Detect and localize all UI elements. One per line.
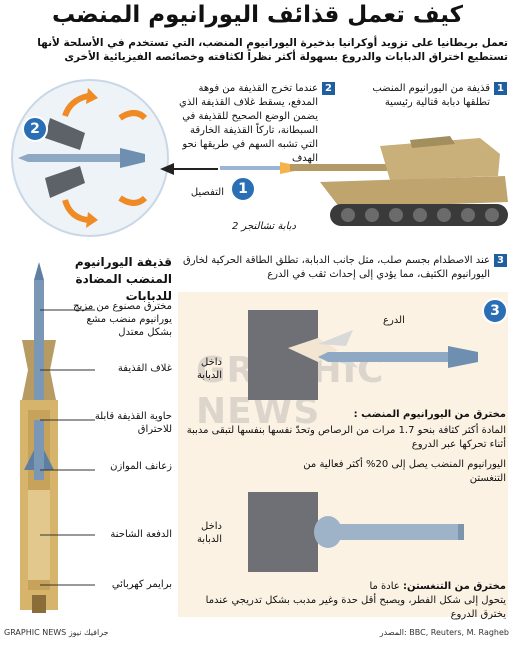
tank-label: دبابة تشالنجر 2 [232,221,296,232]
du-impact-illustration [178,300,498,410]
detail-circle [10,78,170,238]
shell-cutaway [14,260,64,620]
tank-illustration [180,124,510,234]
shell-heading: قذيفة اليورانيوم المنضب المضادة للدبابات [74,255,172,303]
du-text-density: المادة أكثر كثافة بنحو 1.7 مرات من الرصا… [186,425,506,450]
page-title: كيف تعمل قذائف اليورانيوم المنضب [51,2,464,28]
tungsten-heading-suffix: عادة ما [369,581,400,592]
armor-label: الدرع [383,315,405,326]
step3-circle-marker: 3 [482,298,508,324]
footer-credit: GRAPHIC NEWS جرافيك نيوز [4,628,109,637]
du-heading: مخترق من اليورانيوم المنضب : [353,409,506,420]
shell-leader-lines [40,300,100,600]
footer-source: المصدر: BBC, Reuters, M. Ragheb [379,628,509,637]
tungsten-text: يتحول إلى شكل الفطر، ويصبح أقل حدة وغير … [205,595,506,620]
step3-text: عند الاصطدام بجسم صلب، مثل جانب الدبابة،… [182,255,490,280]
shell-label-fins: زعانف الموازن [110,461,172,472]
projectile-arrow-icon [160,160,220,175]
shell-label-sabot: غلاف القذيفة [117,363,172,374]
shell-label-primer: برايمر كهربائي [111,579,172,590]
tungsten-heading-row: مخترق من التنغستن: عادة ما [180,580,506,594]
step1-number: 1 [494,82,507,95]
shell-label-penetrator: مخترق مصنوع من مزيج يورانيوم منضب مشع بش… [73,301,172,338]
inside-tank-label-1: داخل الدبابة [196,357,222,381]
detail-label: التفصيل [190,187,224,198]
step2-circle-marker: 2 [22,116,48,142]
inside-tank-label-2: داخل الدبابة [196,521,222,545]
du-text-effectiveness: اليورانيوم المنضب يصل إلى 20% أكثر فعالي… [303,459,506,484]
step2-number: 2 [322,82,335,95]
impact-panel [178,292,508,617]
step1-text: قذيفة من اليورانيوم المنضب تطلقها دبابة … [372,83,490,108]
step3-number: 3 [494,254,507,267]
step1-circle-marker: 1 [230,176,256,202]
shell-label-propellant: الدفعة الشاحنة [110,529,172,540]
tungsten-heading: مخترق من التنغستن: [402,581,506,592]
shell-label-case: حاوية القذيفة قابلة للاحتراق [94,411,172,435]
intro-text: تعمل بريطانيا على تزويد أوكرانيا بذخيرة … [37,37,508,63]
step2-text: عندما تخرج القذيفة من فوهة المدفع، يسقط … [179,83,318,164]
tungsten-impact-illustration [178,486,498,578]
